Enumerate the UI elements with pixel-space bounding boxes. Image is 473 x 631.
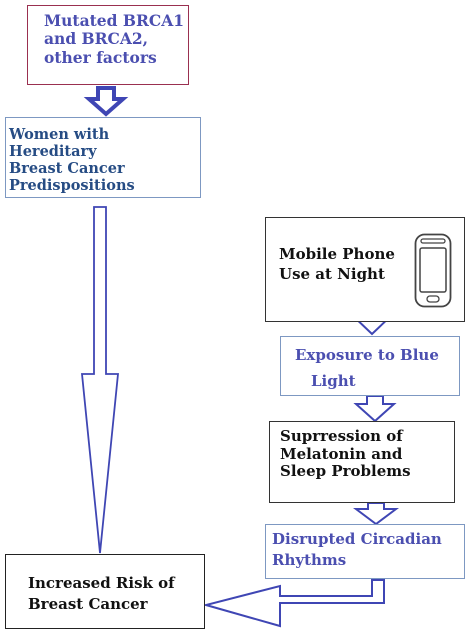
box-hereditary-line-2: Breast Cancer — [9, 160, 125, 178]
box-disrupted-line-2: Rhythms — [272, 551, 347, 569]
box-outcome-line-2: Breast Cancer — [28, 595, 148, 613]
arrow-mutated-to-hereditary — [83, 86, 129, 117]
arrow-bluelight-to-suppression — [353, 395, 397, 423]
box-increased-risk: Increased Risk of Breast Cancer — [5, 554, 205, 629]
box-mobile-line-2: Use at Night — [279, 265, 385, 284]
box-hereditary-line-3: Predispositions — [9, 177, 135, 195]
arrow-hereditary-to-outcome — [81, 206, 119, 554]
box-blue-line-1: Exposure to Blue — [295, 346, 439, 364]
box-blue-light-exposure: Exposure to Blue Light — [280, 336, 460, 396]
box-outcome-line-1: Increased Risk of — [28, 574, 175, 592]
box-mobile-phone-use: Mobile Phone Use at Night — [265, 217, 465, 322]
box-disrupted-line-1: Disrupted Circadian — [272, 530, 442, 548]
box-hereditary-line-1: Women with Hereditary — [9, 126, 110, 161]
box-hereditary-predisposition: Women with Hereditary Breast Cancer Pred… — [5, 117, 201, 198]
box-mobile-line-1: Mobile Phone — [279, 245, 395, 263]
arrow-suppression-to-disrupted — [353, 502, 399, 526]
mobile-phone-icon — [414, 233, 452, 308]
box-mutated-line-3: other factors — [44, 47, 157, 67]
box-melatonin-suppression: Suprression of Melatonin and Sleep Probl… — [269, 421, 455, 503]
box-suppression-line-2: Melatonin and — [280, 444, 403, 463]
box-mutated-line-2: and BRCA2, — [44, 29, 149, 49]
box-disrupted-circadian: Disrupted Circadian Rhythms — [265, 524, 465, 579]
box-blue-line-2: Light — [311, 371, 356, 390]
box-suppression-line-3: Sleep Problems — [280, 462, 411, 481]
box-mutated-line-1: Mutated BRCA1 — [44, 11, 185, 30]
box-mutated-brca: Mutated BRCA1 and BRCA2, other factors — [27, 5, 189, 85]
arrow-disrupted-to-outcome — [202, 579, 385, 628]
box-suppression-line-1: Suprression of — [280, 427, 403, 445]
